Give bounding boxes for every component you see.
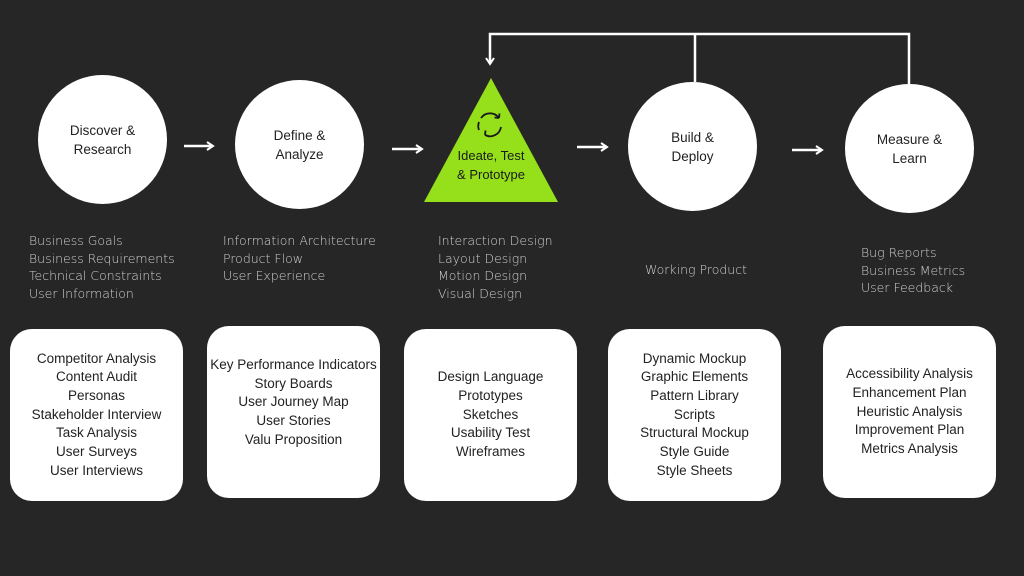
outputs-measure: Bug Reports Business Metrics User Feedba… [861,244,965,297]
stage-node-ideate: Ideate, Test & Prototype [424,78,558,202]
outputs-ideate: Interaction Design Layout Design Motion … [438,232,553,302]
stage-label-measure: Measure & Learn [876,131,943,166]
stage-label-ideate: Ideate, Test & Prototype [457,148,525,182]
stage-node-define: Define & Analyze [235,80,364,209]
output-item: Layout Design [438,250,528,266]
activity-item: Personas [67,387,126,403]
cycle-arrows-icon [477,112,502,138]
stage-label-discover: Discover & Research [69,122,136,157]
activity-item: Key Performance Indicators [210,357,377,372]
activity-item: Graphic Elements [640,369,749,385]
output-item: Bug Reports [861,245,937,260]
outputs-define: Information Architecture Product Flow Us… [223,232,376,285]
output-item: Business Goals [29,233,123,248]
activity-item: Accessibility Analysis [846,366,973,382]
output-item: Business Requirements [29,250,175,266]
activity-item: Stakeholder Interview [31,406,162,422]
output-item: User Information [29,285,134,301]
activity-item: Wireframes [455,444,525,460]
activities-card-build: Dynamic Mockup Graphic Elements Pattern … [608,329,781,501]
activity-item: Improvement Plan [854,422,965,438]
activity-item: Content Audit [55,369,138,385]
activities-card-ideate: Design Language Prototypes Sketches Usab… [404,329,577,501]
activity-item: User Stories [256,413,331,429]
activity-item: Usability Test [450,425,531,441]
output-item: Business Metrics [861,262,966,278]
feedback-loop-line [485,32,911,84]
stage-node-build: Build & Deploy [628,82,757,211]
stage-label-build: Build & Deploy [671,129,714,164]
activity-item: User Journey Map [238,394,349,410]
stage-node-measure: Measure & Learn [845,84,974,213]
activity-item: Structural Mockup [640,425,749,441]
activity-item: Prototypes [458,387,523,403]
activity-item: Metrics Analysis [861,441,958,457]
activity-item: Pattern Library [650,387,739,403]
output-item: Technical Constraints [29,268,162,284]
activity-item: Style Sheets [656,462,733,478]
stage-node-discover: Discover & Research [38,75,167,204]
output-item: Information Architecture [223,233,376,248]
activity-item: Story Boards [254,375,333,391]
activities-card-discover: Competitor Analysis Content Audit Person… [10,329,183,501]
output-item: User Experience [223,268,326,284]
output-item: User Feedback [861,280,953,296]
activity-item: User Surveys [55,444,138,460]
activity-item: Design Language [437,369,544,385]
activities-card-measure: Accessibility Analysis Enhancement Plan … [823,326,996,498]
stage-label-define: Define & Analyze [273,127,326,162]
activity-item: Scripts [673,406,716,422]
outputs-discover: Business Goals Business Requirements Tec… [29,232,175,302]
activity-item: Competitor Analysis [36,350,157,366]
activity-item: Heuristic Analysis [856,403,963,419]
activity-item: Style Guide [659,444,730,460]
activity-item: Dynamic Mockup [642,350,747,366]
activity-item: User Interviews [49,462,144,478]
output-item: Visual Design [438,285,523,301]
activity-item: Valu Proposition [244,431,343,447]
outputs-build: Working Product [645,261,747,279]
activity-item: Enhancement Plan [852,384,967,400]
output-item: Working Product [645,262,747,277]
triangle-shape [424,78,558,202]
activities-card-define: Key Performance Indicators Story Boards … [207,326,380,498]
activity-item: Task Analysis [55,425,138,441]
output-item: Product Flow [223,250,303,266]
output-item: Motion Design [438,268,528,284]
activity-item: Sketches [462,406,519,422]
output-item: Interaction Design [438,233,553,248]
